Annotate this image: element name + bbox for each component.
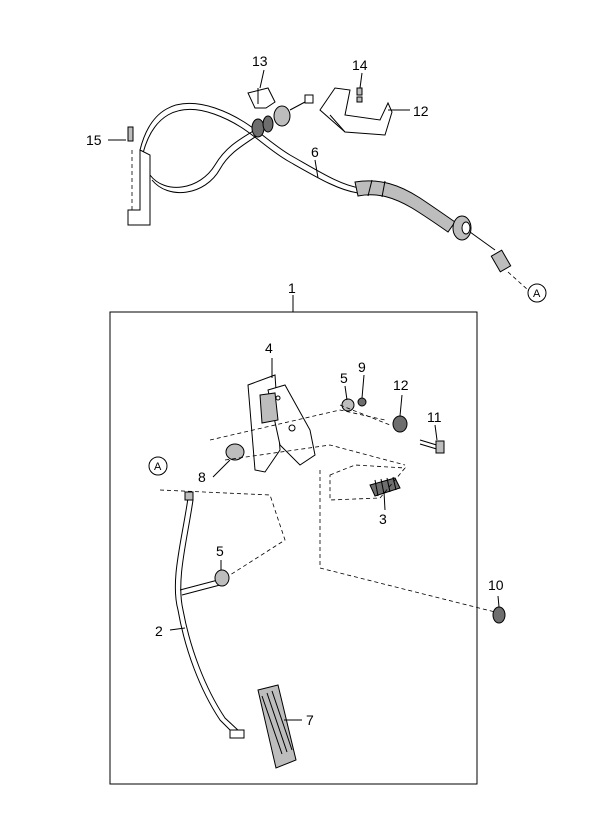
callout-14: 14: [352, 57, 368, 73]
bushing-5-upper: [341, 398, 355, 412]
bushing-5-lower: [214, 569, 230, 587]
pedal-arm: [174, 491, 245, 739]
nut-10: [492, 606, 506, 624]
callout-15: 15: [86, 132, 102, 148]
callout-4: 4: [265, 340, 273, 356]
bushing-8: [225, 443, 245, 461]
cable-adjuster: [251, 94, 314, 138]
callout-7: 7: [306, 712, 314, 728]
reference-a-top: A: [527, 283, 547, 303]
spring-3: [369, 476, 401, 497]
callout-12-top: 12: [413, 103, 429, 119]
bracket-12-top: [319, 87, 393, 136]
clip-13: [247, 87, 276, 109]
callout-6: 6: [311, 144, 319, 160]
pedal-pad: [257, 684, 297, 769]
callout-8: 8: [198, 469, 206, 485]
assembly-guide-lines: [159, 404, 496, 613]
callout-3: 3: [379, 511, 387, 527]
leader-lines: [108, 69, 500, 721]
callout-13: 13: [252, 53, 268, 69]
nut-12: [392, 415, 408, 433]
svg-text:A: A: [533, 288, 541, 300]
pedal-bracket: [247, 374, 316, 473]
callout-5-upper: 5: [340, 370, 348, 386]
callout-10: 10: [488, 577, 504, 593]
bolt-11: [419, 439, 445, 454]
nut-9: [357, 397, 367, 407]
callout-9: 9: [358, 359, 366, 375]
assembly-frame: [109, 311, 478, 785]
callout-11: 11: [427, 409, 442, 425]
cable-bracket: [127, 126, 151, 226]
callout-2: 2: [155, 623, 163, 639]
callout-5-lower: 5: [216, 543, 224, 559]
accelerator-cable: [139, 103, 529, 291]
svg-text:A: A: [154, 461, 162, 473]
reference-a-pedal: A: [148, 456, 168, 476]
callout-12-lower: 12: [393, 377, 409, 393]
callout-1: 1: [288, 280, 296, 296]
